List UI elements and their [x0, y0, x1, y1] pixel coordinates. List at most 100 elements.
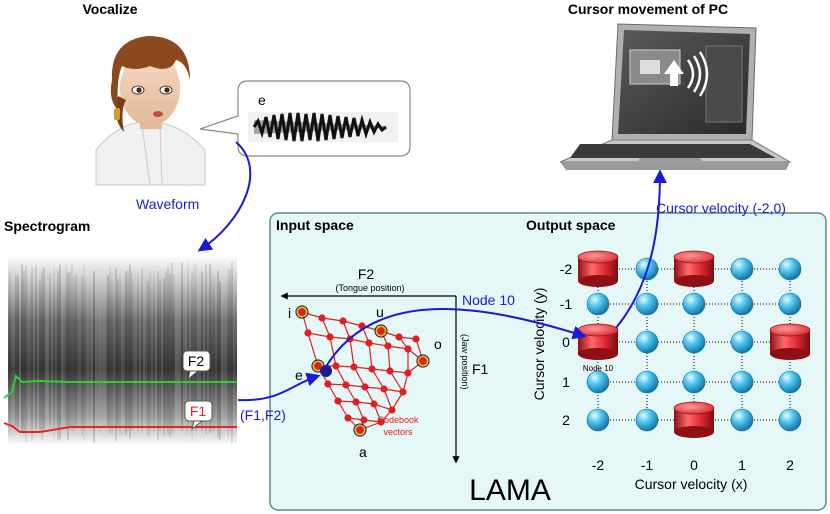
node10-arrow [323, 308, 587, 371]
output-node-sphere [586, 370, 610, 394]
heading-output-space: Output space [526, 217, 616, 233]
x-tick-label: 1 [738, 457, 746, 473]
vowel-label-u: u [376, 304, 384, 320]
vowel-anchor-ring [295, 305, 309, 319]
f2-callout-label: F2 [188, 353, 205, 369]
codebook-node [365, 339, 373, 347]
codebook-node [318, 314, 326, 322]
cylinder-top [673, 401, 715, 415]
node10-caption: Node 10 [583, 364, 614, 373]
x-tick-label: 0 [690, 457, 698, 473]
codebook-node [332, 362, 340, 370]
codebook-mesh [295, 305, 430, 437]
codebook-node [377, 418, 385, 426]
f2-callout: F2 [182, 350, 211, 381]
y-axis-label: Cursor velocity (y) [531, 288, 547, 401]
laptop [559, 23, 792, 170]
output-node-sphere [682, 292, 706, 316]
output-node-sphere [730, 370, 754, 394]
y-tick-label: 1 [562, 374, 570, 390]
output-node-sphere [586, 292, 610, 316]
output-node-sphere [730, 330, 754, 354]
f2-formant-line [3, 374, 237, 399]
codebook-edge [307, 332, 331, 338]
output-node-sphere [778, 370, 802, 394]
vowel-anchor-ring [353, 423, 367, 437]
codebook-node [326, 333, 334, 341]
output-node-sphere [682, 330, 706, 354]
codebook-node [354, 424, 366, 436]
codebook-node [370, 400, 378, 408]
codebook-node [324, 380, 332, 388]
output-node-sphere [778, 292, 802, 316]
x-axis-label: Cursor velocity (x) [635, 476, 748, 492]
heading-spectrogram: Spectrogram [4, 218, 90, 234]
formant-arrow [237, 372, 321, 402]
codebook-node [412, 335, 420, 343]
waveform-arrow-label: Waveform [136, 196, 199, 212]
cylinder-top [673, 250, 715, 264]
codebook-node [344, 414, 352, 422]
heading-vocalize: Vocalize [83, 1, 138, 17]
x-tick-label: -1 [641, 457, 654, 473]
codebook-node [334, 397, 342, 405]
codebook-edge [387, 345, 391, 372]
f1-formant-line [3, 422, 237, 433]
codebook-edge [329, 336, 337, 367]
output-node-cylinder [577, 323, 619, 360]
vowel-label-o: o [434, 336, 442, 352]
output-node-sphere [635, 292, 659, 316]
codebook-node [395, 333, 403, 341]
cylinder-base [674, 426, 714, 438]
vowel-labels: i u o e a [288, 304, 442, 460]
codebook-node [375, 325, 387, 337]
codebook-node [404, 369, 412, 377]
speech-bubble: e [199, 80, 411, 157]
codebook-edge [371, 368, 385, 390]
cylinder-top [577, 323, 619, 337]
output-node-sphere [682, 370, 706, 394]
heading-input-space: Input space [276, 217, 354, 233]
codebook-node [384, 342, 392, 350]
f1-callout-label: F1 [190, 403, 207, 419]
output-node-sphere [730, 292, 754, 316]
cylinder-base [674, 275, 714, 287]
cursor-velocity-arrow [615, 169, 667, 329]
f1-callout: F1 [184, 400, 213, 431]
output-node-sphere [778, 257, 802, 281]
codebook-edge [349, 338, 355, 368]
cylinder-base [770, 348, 810, 360]
codebook-node [360, 416, 368, 424]
y-tick-label: 0 [562, 334, 570, 350]
f1-axis-sub: (Jaw position) [460, 334, 470, 390]
output-node-sphere [635, 370, 659, 394]
cylinder-base [578, 348, 618, 360]
f2-axis-label: F2 [358, 266, 375, 282]
codebook-node [361, 383, 369, 391]
vowel-anchor-ring [374, 324, 388, 338]
output-node-sphere [586, 408, 610, 432]
codebook-node [312, 360, 324, 372]
output-node-cylinder [577, 250, 619, 287]
x-tick-label: -2 [592, 457, 605, 473]
x-tick-label: 2 [786, 457, 794, 473]
codebook-edge [353, 366, 366, 388]
codebook-caption-line2: vectors [383, 427, 413, 437]
cylinder-top [577, 250, 619, 264]
y-tick-label: 2 [562, 412, 570, 428]
bubble-vowel-label: e [258, 92, 266, 108]
codebook-node [296, 306, 308, 318]
vowel-label-e: e [295, 367, 303, 383]
codebook-node [388, 406, 396, 414]
codebook-node [352, 398, 360, 406]
input-point [320, 365, 332, 377]
codebook-edge [368, 342, 373, 370]
cursor-velocity-arrow-label: Cursor velocity (-2,0) [656, 200, 786, 216]
cylinder-base [578, 275, 618, 287]
codebook-node [386, 367, 394, 375]
heading-cursor-movement: Cursor movement of PC [568, 1, 728, 17]
codebook-edge [389, 370, 404, 393]
